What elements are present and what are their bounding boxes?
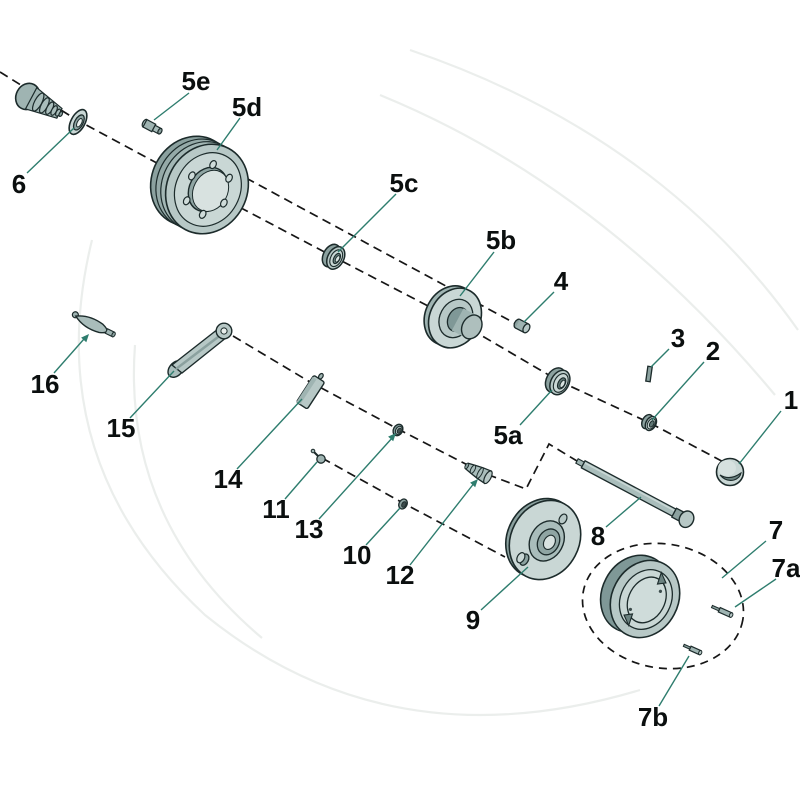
leader-arrow-13 [388, 433, 396, 442]
part-5d-pulley [149, 135, 250, 235]
part-label-3: 3 [671, 323, 685, 353]
part-3-key [645, 365, 653, 383]
part-label-7: 7 [769, 515, 783, 545]
leader-line-10 [365, 507, 401, 546]
leader-line-5b [459, 251, 495, 297]
axis-dashed-line-main [0, 71, 734, 468]
part-4-pin [513, 318, 531, 334]
part-1-slotted-knob [715, 457, 745, 487]
leader-line-5d [216, 117, 241, 151]
part-7a-pin [710, 604, 734, 619]
leader-line-7a [734, 578, 777, 608]
part-labels: 1 2 3 4 5a 5b 5c 5d 5e 6 7 7a 7b 8 9 10 … [12, 66, 800, 732]
part-15-lever [167, 322, 233, 378]
leader-line-6 [26, 127, 75, 174]
part-label-12: 12 [386, 560, 415, 590]
leader-arrow-12 [470, 479, 478, 488]
part-label-13: 13 [295, 514, 324, 544]
leader-lines [26, 92, 782, 707]
part-label-5b: 5b [486, 225, 516, 255]
part-label-7a: 7a [772, 553, 800, 583]
part-12-tapered-plug [464, 462, 493, 485]
leader-line-13 [318, 436, 394, 520]
part-10-ring [398, 498, 408, 510]
part-5a-ring [544, 367, 571, 396]
part-label-1: 1 [784, 385, 798, 415]
part-9-flange-plate [505, 497, 582, 581]
leader-line-5c [337, 193, 397, 253]
axis-dashed-line-middle [232, 335, 578, 491]
leader-line-11 [284, 461, 318, 500]
leader-line-7b [658, 655, 690, 707]
part-11-ball-pin [310, 448, 326, 464]
leader-line-1 [738, 410, 782, 465]
leader-line-15 [129, 370, 175, 419]
leader-line-14 [236, 398, 303, 470]
part-6-tapered-plug [14, 82, 64, 119]
part-label-10: 10 [343, 540, 372, 570]
part-label-15: 15 [107, 413, 136, 443]
part-label-6: 6 [12, 169, 26, 199]
background-watermark [77, 48, 799, 717]
leader-arrow-16 [81, 334, 89, 343]
leader-line-3 [650, 348, 670, 368]
leader-line-7 [721, 540, 767, 579]
part-label-11: 11 [262, 494, 290, 524]
part-label-2: 2 [706, 336, 720, 366]
leader-line-9 [480, 566, 529, 611]
leader-line-2 [651, 361, 705, 421]
part-14-block [296, 372, 325, 410]
part-label-9: 9 [466, 605, 480, 635]
part-5e-pin [141, 118, 163, 135]
part-5c-ring [321, 243, 346, 270]
leader-line-8 [605, 496, 642, 528]
part-label-4: 4 [554, 266, 569, 296]
leader-line-5e [153, 92, 190, 121]
part-label-7b: 7b [638, 702, 668, 732]
part-7b-pin [682, 643, 703, 656]
part-16-spindle [71, 311, 116, 338]
part-5b-flanged-hub [423, 285, 483, 349]
part-label-5c: 5c [390, 168, 419, 198]
leader-arrowheads [81, 334, 478, 488]
leader-line-12 [409, 481, 476, 566]
part-8-shaft [575, 458, 695, 529]
part-label-5e: 5e [182, 66, 211, 96]
part-7-clutch-drum [599, 554, 681, 639]
part-label-5a: 5a [494, 420, 523, 450]
axis-dashed-line-upper-branch [245, 177, 519, 326]
part-label-8: 8 [591, 521, 605, 551]
leader-line-5a [519, 389, 553, 426]
leader-line-4 [523, 291, 555, 323]
part-label-16: 16 [31, 369, 60, 399]
assembly-group-outline-7 [581, 542, 745, 670]
part-label-14: 14 [214, 464, 243, 494]
leader-line-16 [53, 338, 85, 374]
part-label-5d: 5d [232, 92, 262, 122]
